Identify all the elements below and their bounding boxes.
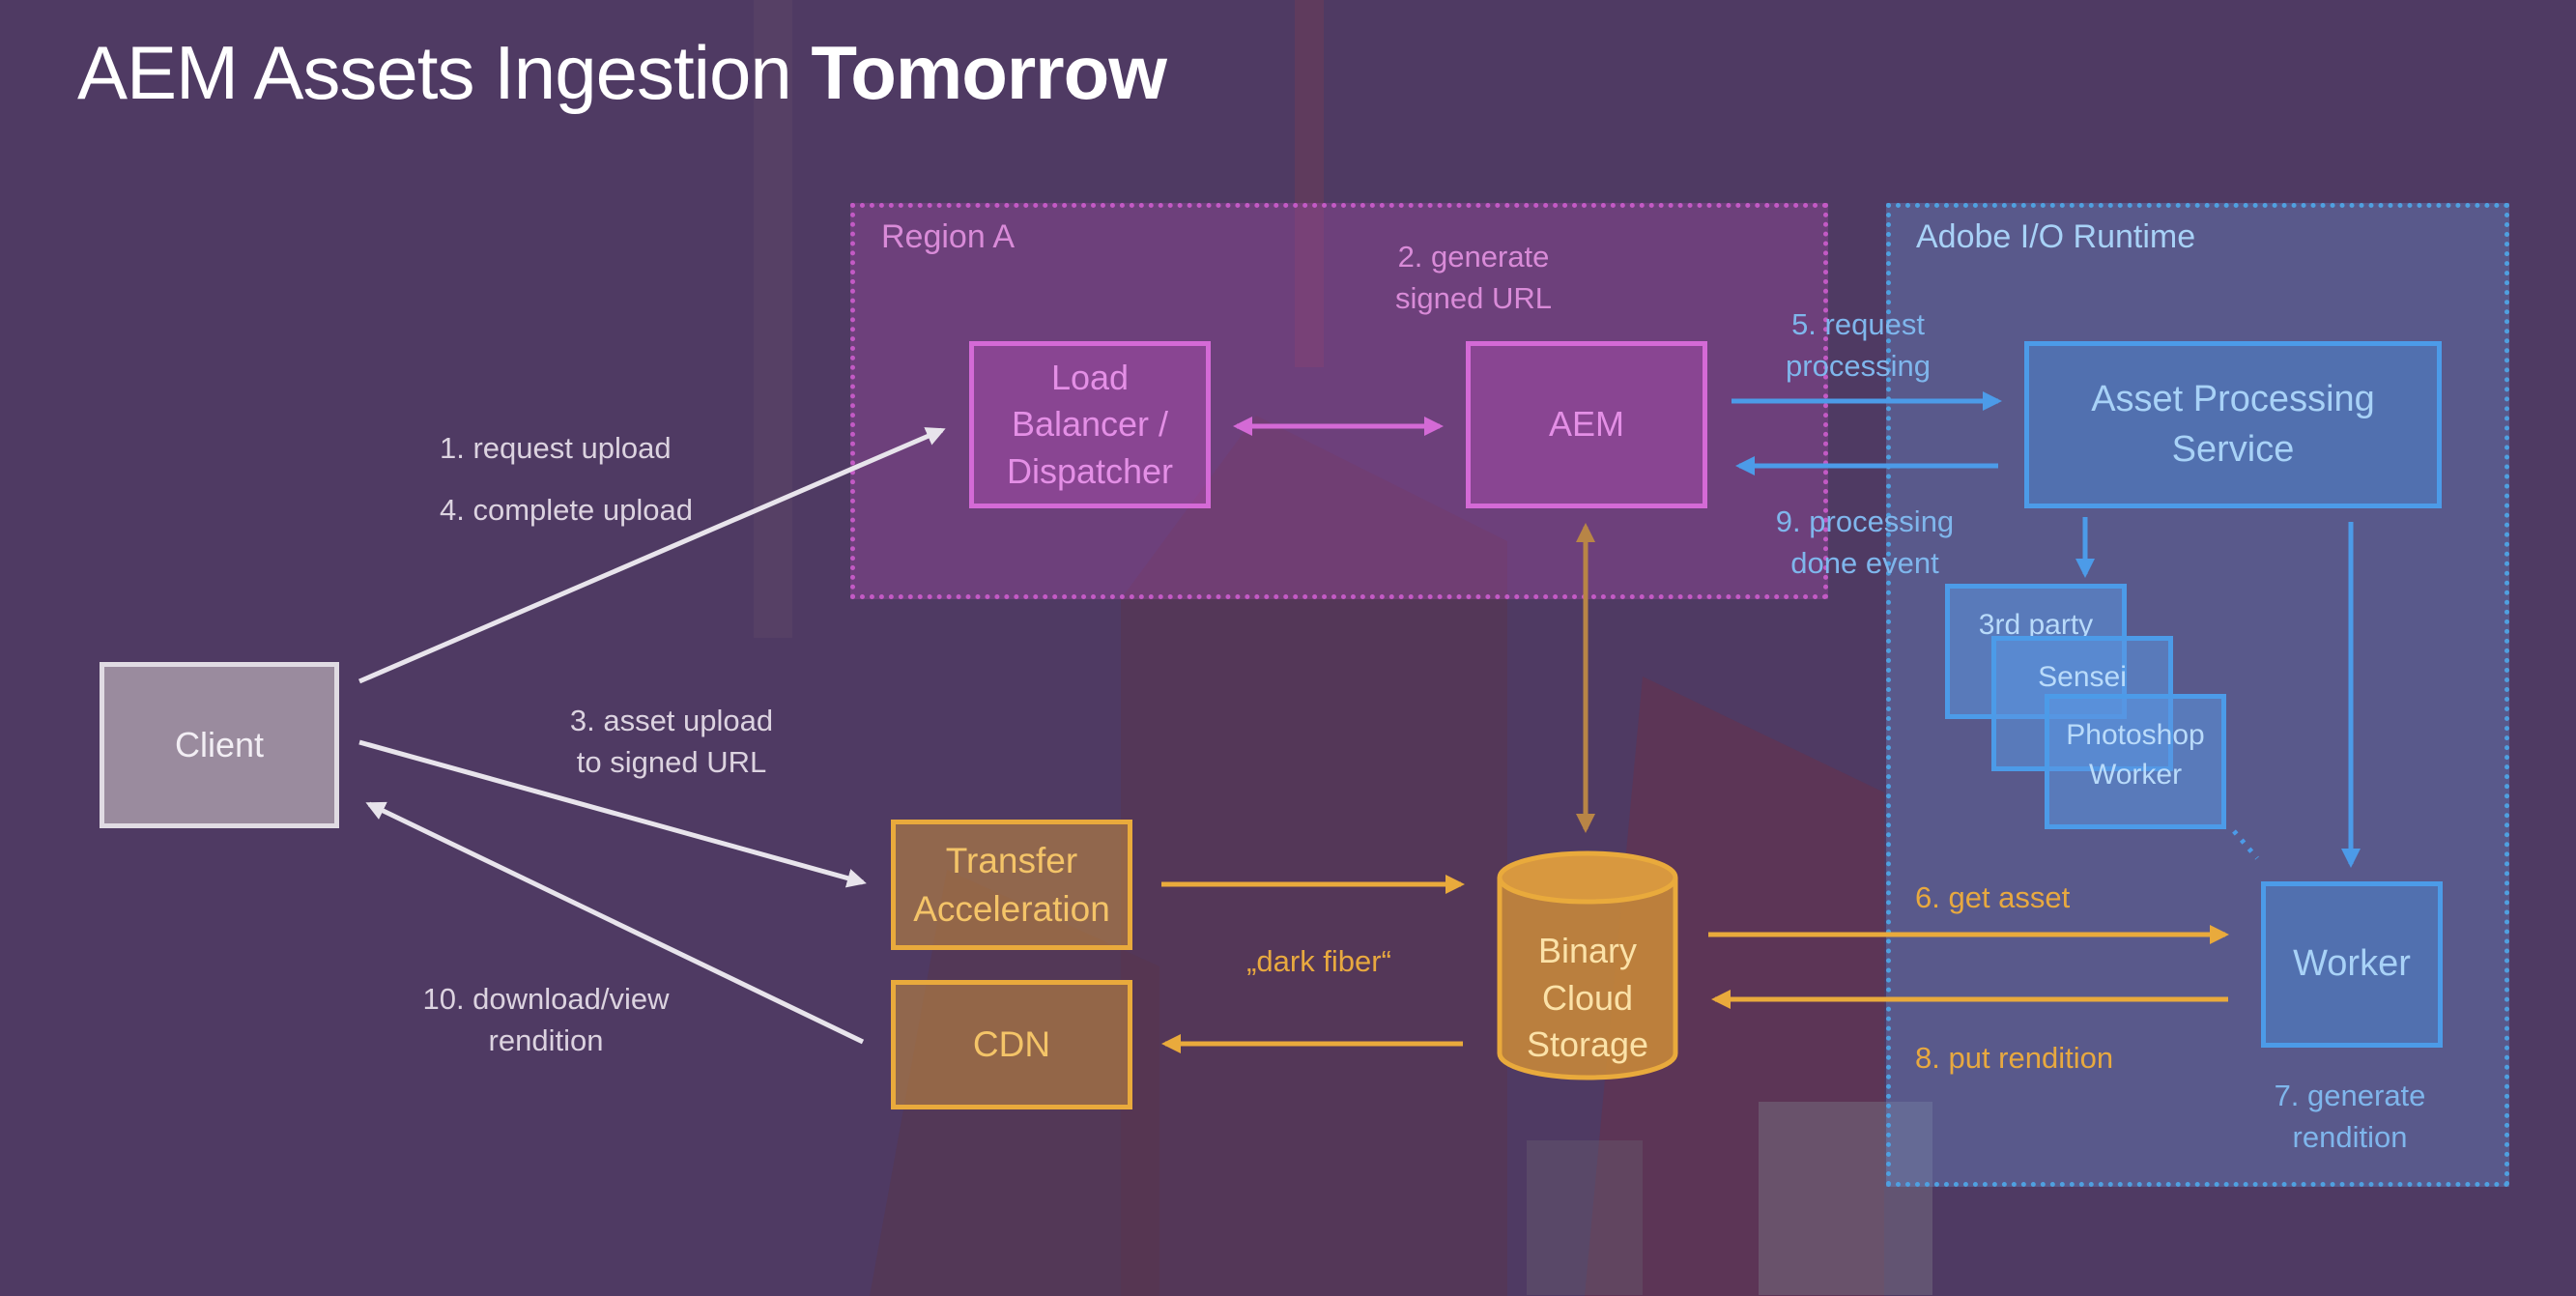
label-put-rendition: 8. put rendition [1915,1041,2114,1075]
load-balancer-line-3: Dispatcher [1006,450,1174,491]
aem-box[interactable]: AEM [1466,341,1707,508]
label-asset-upload-line-1: 3. asset upload [569,704,774,737]
label-download-line-1: 10. download/view [422,982,670,1016]
binary-storage-line-3: Storage [1526,1024,1649,1065]
label-dark-fiber: „dark fiber“ [1246,944,1391,978]
title-normal: AEM Assets Ingestion [77,30,812,115]
binary-cloud-storage-cylinder [1497,850,1678,1080]
transfer-acceleration-box[interactable]: Transfer Acceleration [891,820,1132,950]
cdn-box[interactable]: CDN [891,980,1132,1109]
third-party-label: 3rd party [1978,609,2094,641]
client-box[interactable]: Client [100,662,339,828]
label-generate-rendition-line-2: rendition [2292,1120,2408,1155]
load-balancer-box[interactable]: Load Balancer / Dispatcher [969,341,1211,508]
worker-label: Worker [2293,943,2411,985]
label-processing-done: 9. processing done event [1759,501,1971,585]
binary-storage-line-2: Cloud [1541,977,1634,1018]
label-generate-rendition: 7. generate rendition [2248,1075,2451,1159]
binary-storage-text[interactable]: Binary Cloud Storage [1498,928,1677,1069]
label-generate-line-1: 2. generate [1397,240,1550,274]
label-processing-done-line-2: done event [1790,546,1939,581]
photoshop-worker-box[interactable]: Photoshop Worker [2045,694,2226,829]
title-bold: Tomorrow [811,30,1167,115]
arrow-cdn-to-client [365,801,865,1045]
label-asset-upload-line-2: to signed URL [576,745,767,780]
region-a-label: Region A [881,218,1015,255]
load-balancer-line-1: Load [1050,357,1130,397]
label-get-asset: 6. get asset [1915,880,2071,914]
aem-label: AEM [1548,404,1624,445]
arrow-client-to-transfer [358,739,867,888]
adobe-io-runtime-label: Adobe I/O Runtime [1916,218,2196,255]
dotted-connector [2232,829,2259,860]
label-generate-line-2: signed URL [1395,281,1552,316]
label-processing-done-line-1: 9. processing [1775,504,1955,538]
client-label: Client [174,724,265,764]
transfer-line-2: Acceleration [913,888,1110,929]
label-request-upload: 1. request upload [440,431,672,465]
worker-box[interactable]: Worker [2261,881,2443,1048]
label-complete-upload: 4. complete upload [440,493,693,527]
photoshop-worker-line-2: Worker [2088,758,2183,791]
label-request-processing: 5. request processing [1757,303,1960,388]
cdn-label: CDN [972,1024,1051,1065]
load-balancer-line-2: Balancer / [1011,404,1169,445]
arrow-client-to-load-balancer [358,427,946,684]
label-download-line-2: rendition [488,1023,604,1058]
label-request-processing-line-2: processing [1786,349,1931,384]
label-generate-signed-url: 2. generate signed URL [1372,236,1575,320]
asset-processing-line-2: Service [2171,428,2295,470]
transfer-line-1: Transfer [945,840,1078,880]
asset-processing-line-1: Asset Processing [2091,379,2375,420]
binary-storage-line-1: Binary [1537,931,1638,970]
region-a-container [850,203,1828,599]
asset-processing-service-box[interactable]: Asset Processing Service [2024,341,2442,508]
label-asset-upload: 3. asset upload to signed URL [556,700,787,784]
photoshop-worker-line-1: Photoshop [2066,719,2205,751]
label-download-view: 10. download/view rendition [406,978,686,1062]
sensei-label: Sensei [2038,661,2127,693]
page-title: AEM Assets Ingestion Tomorrow [77,29,1167,117]
label-request-processing-line-1: 5. request [1791,307,1925,341]
label-generate-rendition-line-1: 7. generate [2274,1079,2426,1112]
